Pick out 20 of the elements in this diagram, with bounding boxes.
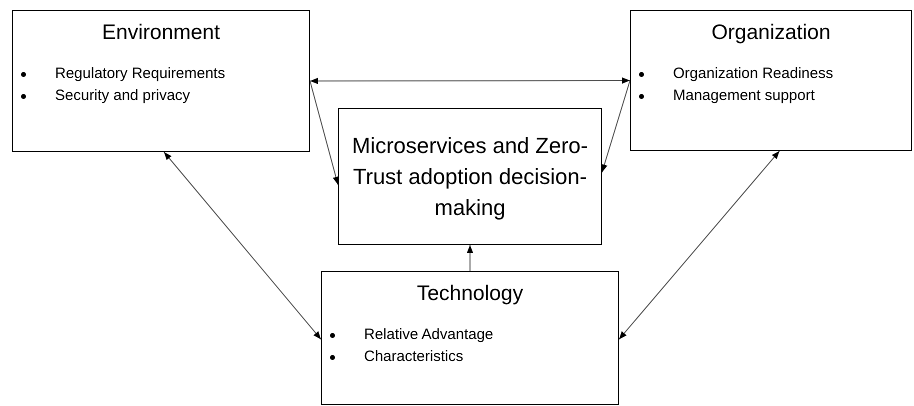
arrow [163, 152, 322, 340]
bullet-text: Characteristics [364, 347, 464, 367]
arrow [618, 150, 780, 340]
decision-box [338, 108, 602, 245]
factor-box [12, 10, 310, 152]
arrow [466, 244, 474, 272]
box-heading: Technology [416, 281, 524, 307]
box-heading: Organization [711, 20, 831, 46]
bullet-text: Organization Readiness [673, 64, 834, 84]
bullet-text: Security and privacy [55, 86, 190, 106]
arrow [310, 77, 630, 84]
box-heading: Environment [102, 20, 220, 46]
bullet-text: Management support [673, 86, 815, 106]
bullet-text: Regulatory Requirements [55, 64, 226, 84]
factor-box [630, 10, 912, 151]
arrow [601, 80, 630, 173]
bullet-text: Relative Advantage [364, 325, 494, 345]
decision-text: Microservices and Zero-Trust adoption decision-making [351, 132, 589, 222]
factor-box [321, 271, 619, 405]
arrow [310, 80, 339, 186]
